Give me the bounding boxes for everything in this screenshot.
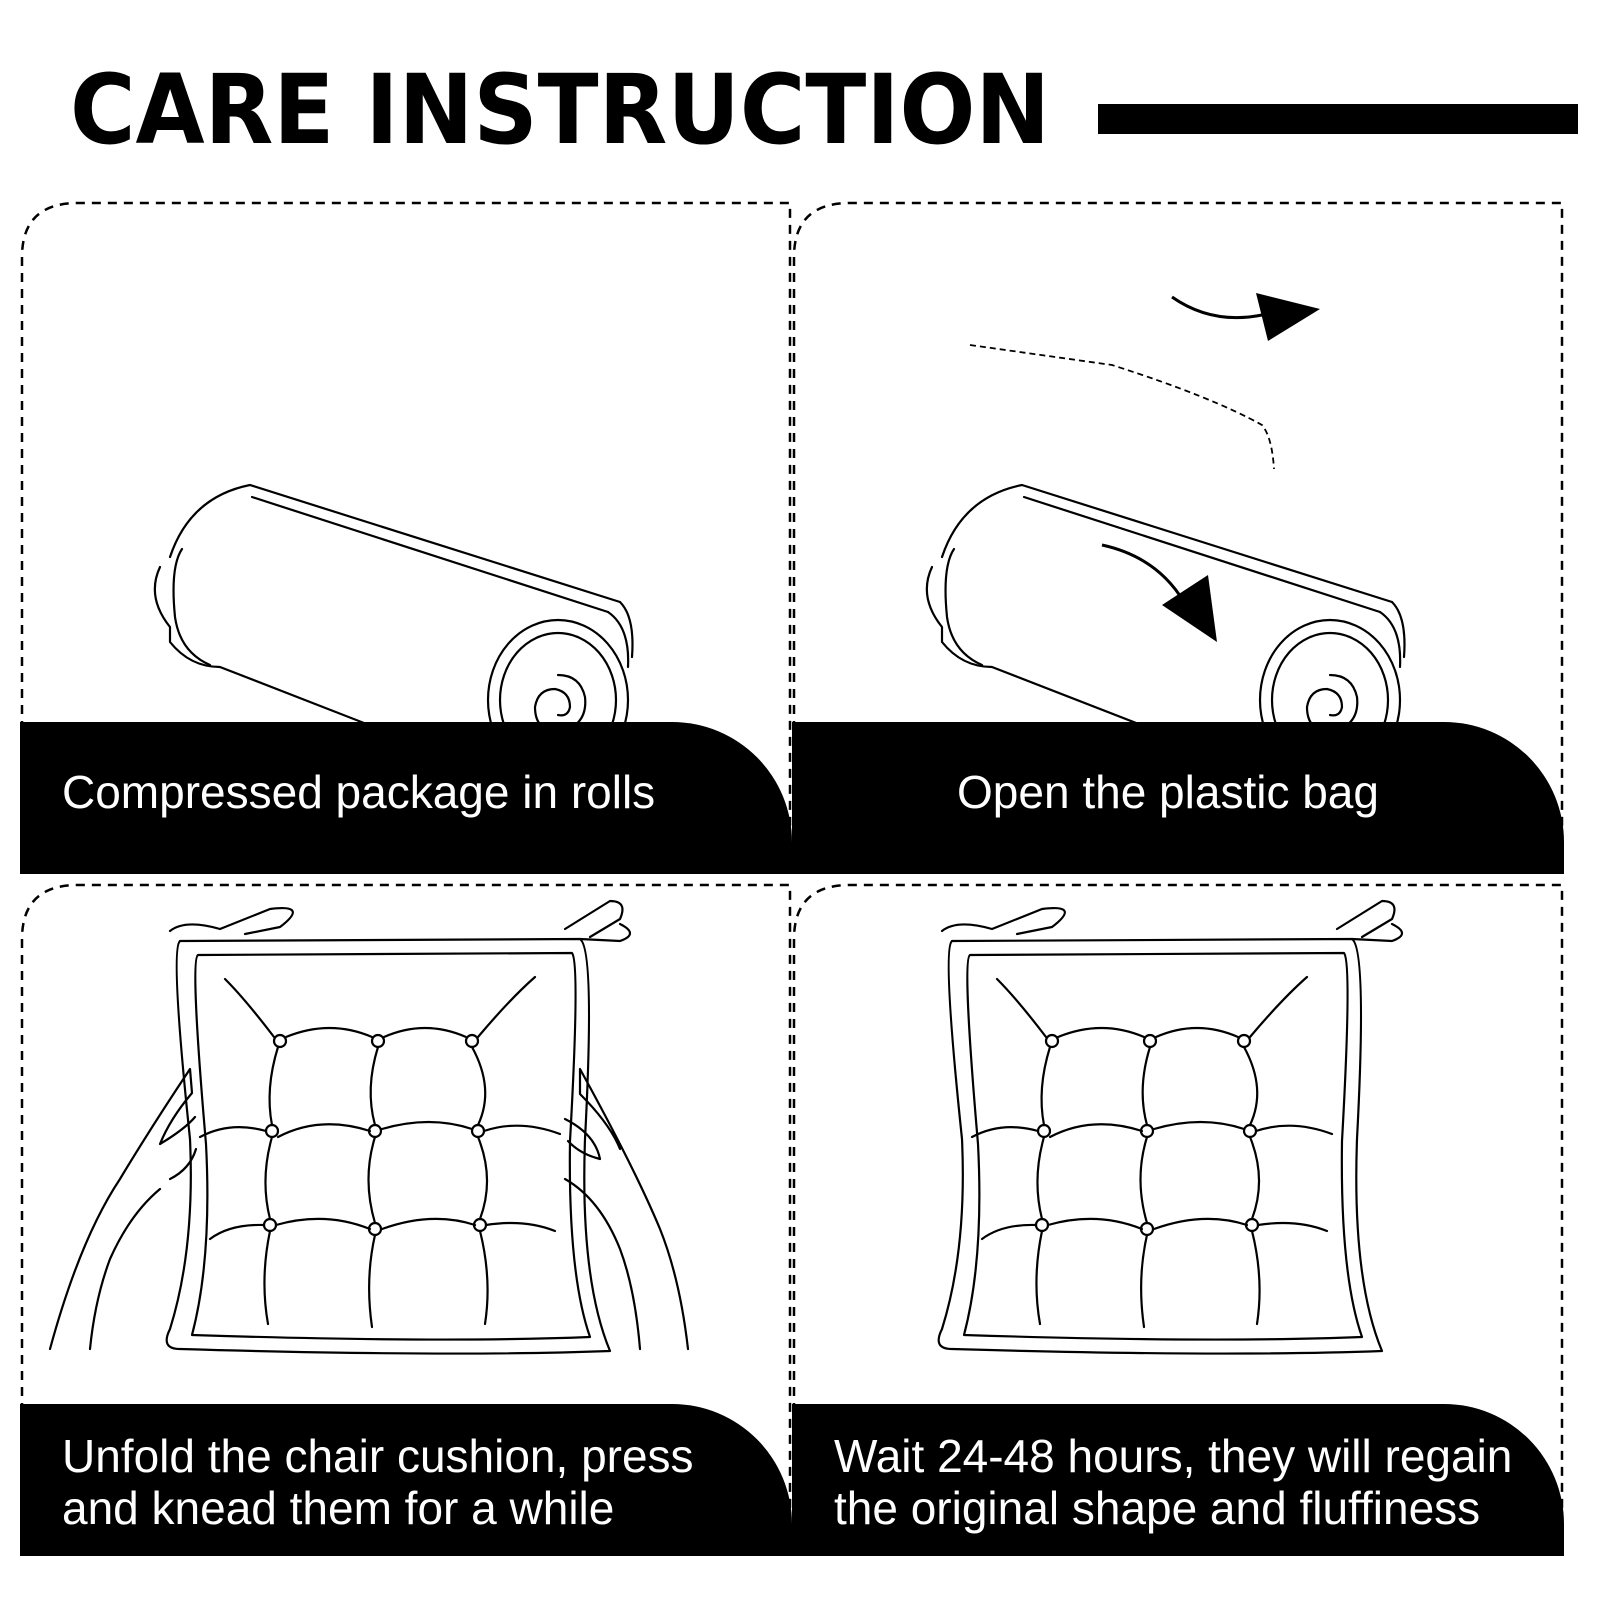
caption-text: Open the plastic bag [957, 766, 1379, 818]
panel-unfold-cushion: Unfold the chair cushion, press and knea… [20, 879, 792, 1556]
caption-text: Unfold the chair cushion, press and knea… [62, 1430, 694, 1534]
rolled-cushion-with-arrows-icon [925, 293, 1406, 804]
caption-box: Unfold the chair cushion, press and knea… [20, 1404, 792, 1556]
title-divider [1098, 104, 1578, 134]
caption-text: Compressed package in rolls [62, 766, 656, 818]
panel-compressed-roll: Compressed package in rolls [20, 197, 792, 874]
panel-open-bag: Open the plastic bag [792, 197, 1564, 874]
caption-text: Wait 24-48 hours, they will regain the o… [834, 1430, 1513, 1534]
caption-box: Open the plastic bag [792, 722, 1564, 874]
page-title: CARE INSTRUCTION [70, 54, 1051, 166]
panel-wait-fluff: Wait 24-48 hours, they will regain the o… [792, 879, 1564, 1556]
caption-box: Compressed package in rolls [20, 722, 792, 874]
caption-box: Wait 24-48 hours, they will regain the o… [792, 1404, 1564, 1556]
